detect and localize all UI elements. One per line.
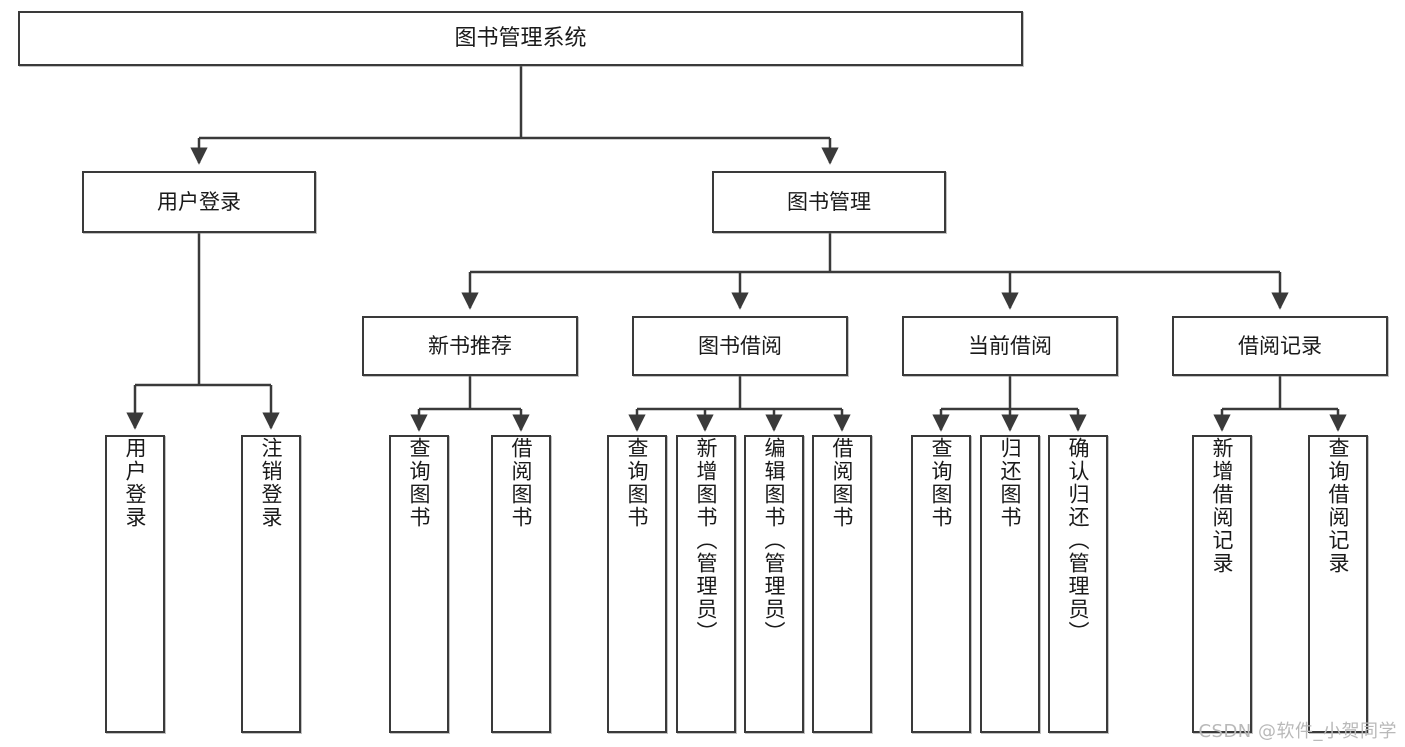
node-label: 图书管理系统: [454, 25, 587, 51]
node-label: 编辑图书（管理员）: [762, 437, 787, 644]
node-book-management[interactable]: 图书管理: [712, 171, 946, 233]
node-label: 当前借阅: [968, 333, 1052, 358]
node-label: 查询借阅记录: [1326, 437, 1351, 575]
node-label: 确认归还（管理员）: [1066, 437, 1091, 644]
leaf-new-book-borrow[interactable]: 借阅图书: [491, 435, 551, 733]
node-label: 新增借阅记录: [1210, 437, 1235, 575]
node-label: 图书借阅: [698, 333, 782, 358]
node-label: 注销登录: [259, 437, 284, 529]
node-label: 查询图书: [625, 437, 650, 529]
node-borrow-record[interactable]: 借阅记录: [1172, 316, 1388, 376]
node-label: 查询图书: [407, 437, 432, 529]
leaf-current-query-book[interactable]: 查询图书: [911, 435, 971, 733]
leaf-borrow-query-book[interactable]: 查询图书: [607, 435, 667, 733]
node-root-book-management-system[interactable]: 图书管理系统: [18, 11, 1023, 66]
node-label: 用户登录: [157, 189, 241, 214]
leaf-borrow-add-book-admin[interactable]: 新增图书（管理员）: [676, 435, 736, 733]
leaf-current-return-book[interactable]: 归还图书: [980, 435, 1040, 733]
node-label: 新增图书（管理员）: [694, 437, 719, 644]
leaf-current-confirm-return-admin[interactable]: 确认归还（管理员）: [1048, 435, 1108, 733]
node-label: 新书推荐: [428, 333, 512, 358]
node-label: 用户登录: [123, 437, 148, 529]
node-label: 图书管理: [787, 189, 871, 214]
leaf-record-query-borrow-record[interactable]: 查询借阅记录: [1308, 435, 1368, 733]
node-new-book-recommend[interactable]: 新书推荐: [362, 316, 578, 376]
node-current-borrow[interactable]: 当前借阅: [902, 316, 1118, 376]
node-label: 查询图书: [929, 437, 954, 529]
leaf-user-login-signin[interactable]: 用户登录: [105, 435, 165, 733]
leaf-record-add-borrow-record[interactable]: 新增借阅记录: [1192, 435, 1252, 733]
node-label: 借阅图书: [509, 437, 534, 529]
leaf-borrow-edit-book-admin[interactable]: 编辑图书（管理员）: [744, 435, 804, 733]
leaf-new-book-query[interactable]: 查询图书: [389, 435, 449, 733]
node-user-login[interactable]: 用户登录: [82, 171, 316, 233]
node-book-borrow[interactable]: 图书借阅: [632, 316, 848, 376]
leaf-user-login-signout[interactable]: 注销登录: [241, 435, 301, 733]
node-label: 借阅图书: [830, 437, 855, 529]
watermark-text: CSDN @软件_小贺同学: [1198, 721, 1397, 742]
node-label: 借阅记录: [1238, 333, 1322, 358]
leaf-borrow-borrow-book[interactable]: 借阅图书: [812, 435, 872, 733]
node-label: 归还图书: [998, 437, 1023, 529]
